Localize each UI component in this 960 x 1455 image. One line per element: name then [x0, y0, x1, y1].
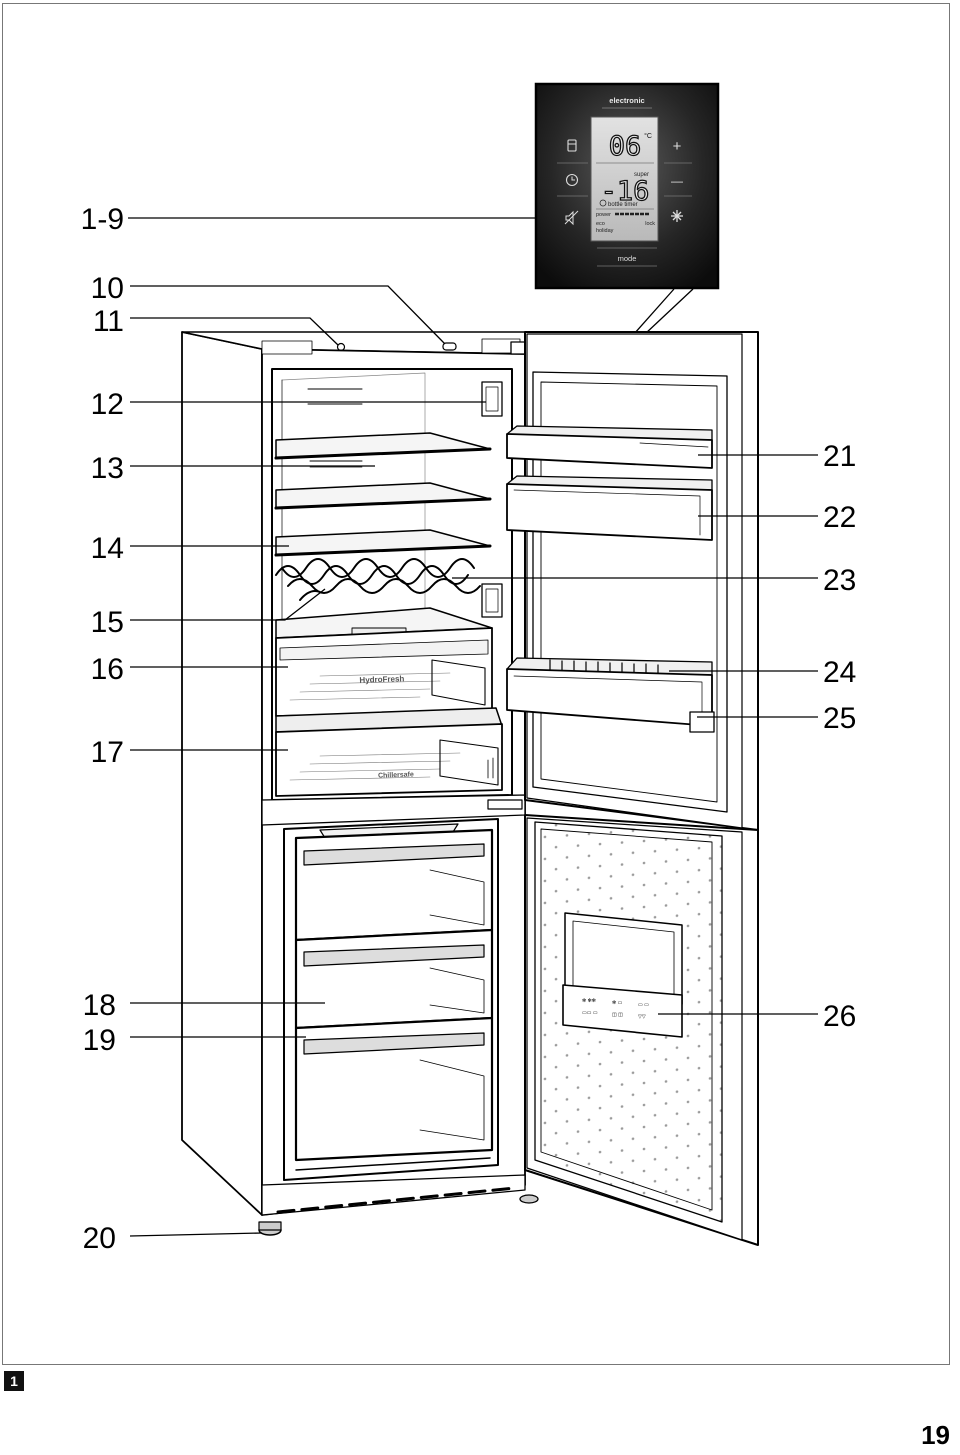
panel-lcd [590, 116, 659, 242]
callout-24: 24 [823, 656, 856, 689]
chillersafe-drawer [275, 723, 503, 797]
temp-unit-label: °C [644, 132, 652, 140]
control-panel-inset: electronic 06 °C super -16 bottle timer … [534, 82, 720, 290]
callout-23: 23 [823, 564, 856, 597]
svg-text:◫ ◫: ◫ ◫ [612, 1012, 623, 1018]
callout-1-9: 1-9 [81, 203, 124, 236]
callout-14: 14 [91, 532, 124, 565]
fridge-temp-display: 06 [609, 131, 642, 162]
inset-pointer-left [633, 288, 675, 335]
callout-18: 18 [83, 989, 116, 1022]
door-alarm-icon[interactable] [567, 139, 577, 152]
leader-lines [128, 217, 818, 1237]
alarm-mute-icon[interactable] [564, 210, 579, 226]
callout-10: 10 [91, 272, 124, 305]
super-label: super [634, 172, 649, 178]
callout-15: 15 [91, 606, 124, 639]
callout-25: 25 [823, 702, 856, 735]
glass-shelf-1 [274, 432, 492, 460]
door-hinge-middle [487, 799, 523, 810]
temperature-sensor-lower [481, 583, 503, 618]
minus-button[interactable]: — [671, 174, 683, 188]
door-shelf-large [506, 475, 713, 541]
hydrofresh-drawer [275, 627, 493, 717]
temperature-sensor-upper [481, 381, 503, 417]
power-label: power [596, 212, 611, 218]
freezing-calendar: ✻ ✻✻ ✻ ▭ ▭ ▭ ▭▭ ▭ ◫ ◫ ▽▽ [562, 984, 683, 1038]
bottle-timer-label: bottle timer [608, 202, 638, 208]
door-shelf-small [506, 425, 713, 469]
callout-17: 17 [91, 736, 124, 769]
callout-26: 26 [823, 1000, 856, 1033]
fridge: ✻ ✻✻ ✻ ▭ ▭ ▭ ▭▭ ▭ ◫ ◫ ▽▽ [181, 331, 759, 1246]
leader-15 [130, 588, 326, 621]
figure-number-badge: 1 [4, 1371, 24, 1391]
lock-label: lock [645, 221, 655, 227]
callout-11: 11 [93, 305, 124, 338]
fan-icon[interactable] [671, 210, 683, 222]
freezer-temp-display: -16 [601, 176, 650, 207]
eco-label: eco [596, 221, 605, 227]
light-switch [336, 342, 346, 352]
bottle-timer-icon [599, 199, 607, 207]
figure-frame [2, 3, 950, 1365]
leader-11 [130, 317, 339, 346]
glass-shelf-3 [274, 529, 492, 557]
svg-text:▭▭ ▭: ▭▭ ▭ [582, 1010, 598, 1016]
glass-shelf-2 [274, 482, 492, 510]
ventilation-grille [276, 1186, 517, 1214]
page-number: 19 [921, 1420, 950, 1450]
clock-icon[interactable] [565, 173, 579, 187]
adjustable-foot-back [519, 1194, 539, 1204]
hydrofresh-label: HydroFresh [359, 674, 404, 685]
svg-text:✻ ✻✻: ✻ ✻✻ [582, 998, 596, 1004]
inset-pointer-right [644, 288, 694, 335]
mode-button[interactable]: mode [618, 254, 637, 263]
callout-16: 16 [91, 653, 124, 686]
callout-19: 19 [83, 1024, 116, 1057]
bottle-rack [275, 558, 481, 601]
panel-brand-label: electronic [609, 96, 644, 105]
interior-light-button [442, 342, 457, 351]
chillersafe-label: Chillersafe [378, 771, 414, 779]
callout-12: 12 [91, 388, 124, 421]
holiday-label: holiday [596, 228, 614, 234]
callout-22: 22 [823, 501, 856, 534]
leader-20 [129, 1232, 263, 1237]
freezer-drawer-1 [294, 828, 494, 942]
freezer-drawer-2 [294, 928, 494, 1030]
callouts-right: 21 22 23 24 25 26 [823, 440, 856, 1033]
callout-13: 13 [91, 452, 124, 485]
freezer-drawer-3 [294, 1016, 494, 1162]
leader-10 [130, 285, 446, 345]
svg-text:▽▽: ▽▽ [638, 1014, 646, 1020]
callout-20: 20 [83, 1222, 116, 1255]
svg-text:▭ ▭: ▭ ▭ [638, 1002, 649, 1008]
plus-button[interactable]: + [673, 138, 682, 155]
bottle-shelf [506, 657, 715, 733]
callouts-left: 1-9 10 11 12 13 14 15 16 17 18 19 20 [81, 203, 124, 1255]
svg-text:✻ ▭: ✻ ▭ [612, 1000, 623, 1006]
cabinet-side-wall [181, 331, 263, 1216]
callout-21: 21 [823, 440, 856, 473]
